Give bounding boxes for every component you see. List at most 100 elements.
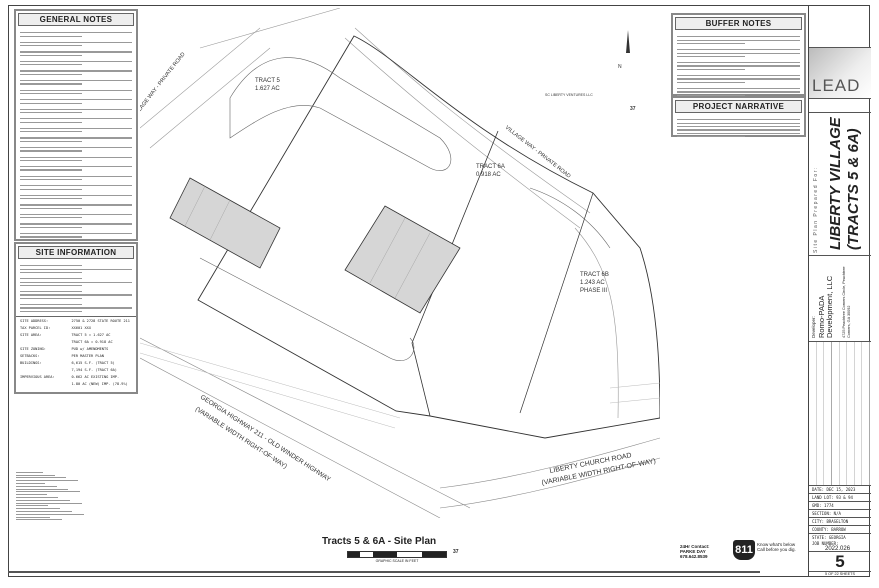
note-line — [677, 49, 800, 51]
legend-entry — [16, 513, 84, 515]
site-info-row: SETBACKS:PER MASTER PLAN — [20, 354, 132, 359]
village-way-label-1: VILLAGE WAY - PRIVATE ROAD — [140, 51, 187, 119]
legend-entry — [16, 485, 57, 487]
tract-6b-label: TRACT 6B — [580, 272, 609, 278]
note-line — [20, 108, 132, 110]
tract-5-label: TRACT 5 — [255, 78, 281, 84]
note-line — [20, 175, 132, 177]
note-line — [20, 41, 132, 43]
note-line — [677, 39, 800, 41]
general-notes-panel: GENERAL NOTES — [14, 9, 138, 286]
note-line — [20, 188, 82, 190]
legend-entry — [16, 502, 82, 504]
site-contacts — [16, 261, 136, 316]
job-number: 2022.026 — [825, 546, 851, 552]
note-line — [20, 112, 82, 114]
call-811-line1: Know what's below — [757, 542, 796, 547]
developer-address: 4725 Peachtree Corners Circle, Peachtree… — [842, 266, 851, 338]
site-info-row: SITE ADDRESS:2750 & 2728 STATE ROUTE 211 — [20, 319, 132, 324]
plan-sheet-ref: 37 — [453, 549, 459, 555]
note-line — [20, 131, 82, 133]
job-number-label: JOB NUMBER: — [812, 541, 839, 546]
north-arrow-icon — [626, 30, 630, 53]
contact-name: PARKE DAY — [680, 549, 706, 554]
project-narrative-panel: PROJECT NARRATIVE — [671, 96, 806, 138]
title-block-gmd: GMD: 1774 — [809, 501, 871, 509]
legend-entry — [16, 510, 72, 512]
note-line — [677, 132, 800, 134]
note-line — [20, 127, 132, 129]
prepared-for-label: Site Plan Prepared For: — [813, 166, 819, 253]
note-line — [20, 169, 82, 171]
site-info-value: TRACT 5 = 1.627 AC — [71, 333, 111, 338]
note-line — [20, 64, 82, 66]
site-info-label: IMPERVIOUS AREA: — [20, 375, 55, 380]
bottom-rule — [8, 571, 760, 573]
note-line — [677, 136, 745, 138]
note-line — [20, 185, 132, 187]
site-info-value: 2750 & 2728 STATE ROUTE 211 — [71, 319, 130, 324]
note-line — [677, 65, 800, 67]
site-info-row: SITE ZONING:PUD w/ AMENDMENTS — [20, 347, 132, 352]
site-info-row: 1.80 AC (NEW) IMP. (78.9%) — [20, 382, 132, 387]
scale-caption: GRAPHIC SCALE IN FEET — [375, 559, 419, 563]
note-line — [677, 91, 800, 93]
title-block-date: DATE: DEC 15, 2023 — [809, 485, 871, 493]
sheet-number: 5 — [809, 551, 871, 572]
legend-entry — [16, 494, 47, 496]
note-line — [20, 166, 132, 168]
note-line — [20, 198, 82, 200]
legend-entry — [16, 508, 61, 510]
graphic-scale: GRAPHIC SCALE IN FEET — [347, 551, 447, 563]
note-line — [20, 217, 82, 219]
note-line — [677, 42, 745, 45]
developer-label: Developer: — [811, 316, 816, 338]
note-line — [677, 125, 800, 128]
site-info-label — [20, 382, 72, 387]
site-info-label: SITE AREA: — [20, 333, 42, 338]
note-line — [20, 73, 82, 75]
note-line — [20, 213, 132, 216]
site-info-value: 0.662 AC EXISTING IMP. — [71, 375, 120, 380]
site-info-row: IMPERVIOUS AREA: 0.662 AC EXISTING IMP. — [20, 375, 132, 380]
site-info-value: PUD w/ AMENDMENTS — [71, 347, 109, 352]
note-line — [677, 78, 800, 80]
note-line — [20, 83, 82, 85]
building-tract-5 — [169, 177, 281, 269]
note-line — [20, 140, 82, 142]
note-line — [20, 194, 132, 196]
title-block-county: COUNTY: BARROW — [809, 525, 871, 533]
legend-entry — [16, 505, 49, 507]
note-line — [677, 68, 745, 70]
drawing-frame — [8, 5, 870, 577]
site-information-title: SITE INFORMATION — [18, 246, 134, 259]
site-info-value: 7,194 S.F. (TRACT 6A) — [71, 368, 117, 373]
plan-title: Tracts 5 & 6A - Site Plan — [322, 536, 437, 547]
note-line — [20, 226, 82, 228]
project-narrative-title: PROJECT NARRATIVE — [675, 100, 802, 113]
legend-entry — [16, 471, 43, 473]
revisions-table — [809, 341, 871, 486]
note-line — [20, 121, 82, 123]
building-tract-6a — [344, 205, 461, 314]
highway-label: GEORGIA HIGHWAY 211 - OLD WINDER HIGHWAY — [199, 394, 332, 484]
site-info-row: SITE AREA: TRACT 5 = 1.627 AC — [20, 333, 132, 338]
contact-phone: 678.642.8539 — [680, 554, 708, 559]
tract-6a-area: 0.918 AC — [476, 172, 501, 178]
note-line — [677, 36, 800, 38]
legend-entry — [16, 519, 62, 521]
legend-entry — [16, 480, 79, 482]
site-info-label — [20, 340, 72, 345]
note-line — [20, 236, 82, 238]
note-line — [20, 54, 82, 56]
note-line — [677, 94, 745, 96]
site-info-value: 6,615 S.F. (TRACT 5) — [71, 361, 115, 366]
lead-logo: LEAD — [809, 47, 871, 99]
call-811-logo: 811 — [733, 540, 755, 560]
note-line — [677, 75, 800, 77]
note-line — [20, 179, 82, 181]
site-data-table: SITE ADDRESS:2750 & 2728 STATE ROUTE 211… — [16, 316, 136, 391]
site-info-value: PER MASTER PLAN — [71, 354, 104, 359]
note-line — [20, 204, 132, 206]
note-line — [20, 223, 132, 225]
